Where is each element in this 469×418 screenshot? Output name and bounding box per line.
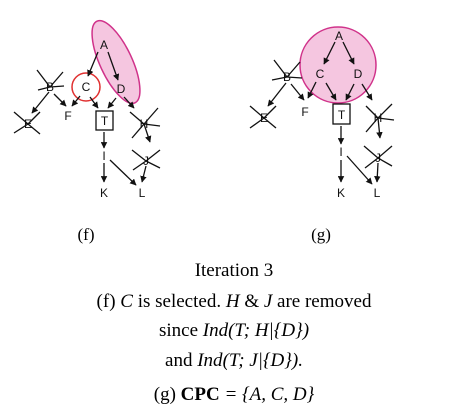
node-j: J [375, 151, 381, 165]
node-d: D [354, 67, 363, 81]
node-b: B [283, 70, 291, 84]
node-t: T [101, 114, 109, 128]
cpc-highlight-circle [299, 26, 377, 104]
node-l: L [374, 186, 381, 200]
node-c: C [82, 80, 91, 94]
node-h: H [374, 111, 383, 125]
node-l: L [139, 186, 146, 200]
node-a: A [335, 29, 343, 43]
node-j: J [143, 154, 149, 168]
panel-f-edges [13, 51, 161, 186]
cpc-highlight-ellipse [91, 19, 141, 105]
node-h: H [140, 117, 149, 131]
node-e: E [24, 117, 32, 131]
node-k: K [337, 186, 345, 200]
node-c: C [316, 67, 325, 81]
node-t: T [338, 108, 346, 122]
node-d: D [117, 82, 126, 96]
node-f: F [64, 109, 71, 123]
caption-line-3: and Ind(T; J|{D}). [165, 350, 303, 371]
node-b: B [46, 80, 54, 94]
node-f: F [301, 105, 308, 119]
node-i: I [102, 149, 105, 163]
selected-node-circle [71, 72, 101, 102]
figure-caption: Iteration 3 (f) C is selected. H & J are… [97, 260, 372, 405]
caption-line-4: (g) CPC = {A, C, D} [154, 384, 315, 405]
panel-f-label: (f) [78, 225, 95, 244]
caption-title: Iteration 3 [195, 260, 274, 281]
node-a: A [100, 38, 108, 52]
panel-f: A B C D E F T H I J K L (f) [13, 19, 161, 244]
caption-line-1: (f) C is selected. H & J are removed [97, 291, 372, 312]
node-e: E [260, 111, 268, 125]
target-node-box [332, 103, 351, 125]
node-i: I [339, 145, 342, 159]
panel-g: A B C D E F T H I J K L (g) [249, 26, 395, 244]
panel-g-label: (g) [311, 225, 331, 244]
panel-g-edges [249, 41, 395, 185]
target-node-box [95, 110, 114, 131]
caption-line-2: since Ind(T; H|{D}) [159, 320, 309, 341]
node-k: K [100, 186, 108, 200]
